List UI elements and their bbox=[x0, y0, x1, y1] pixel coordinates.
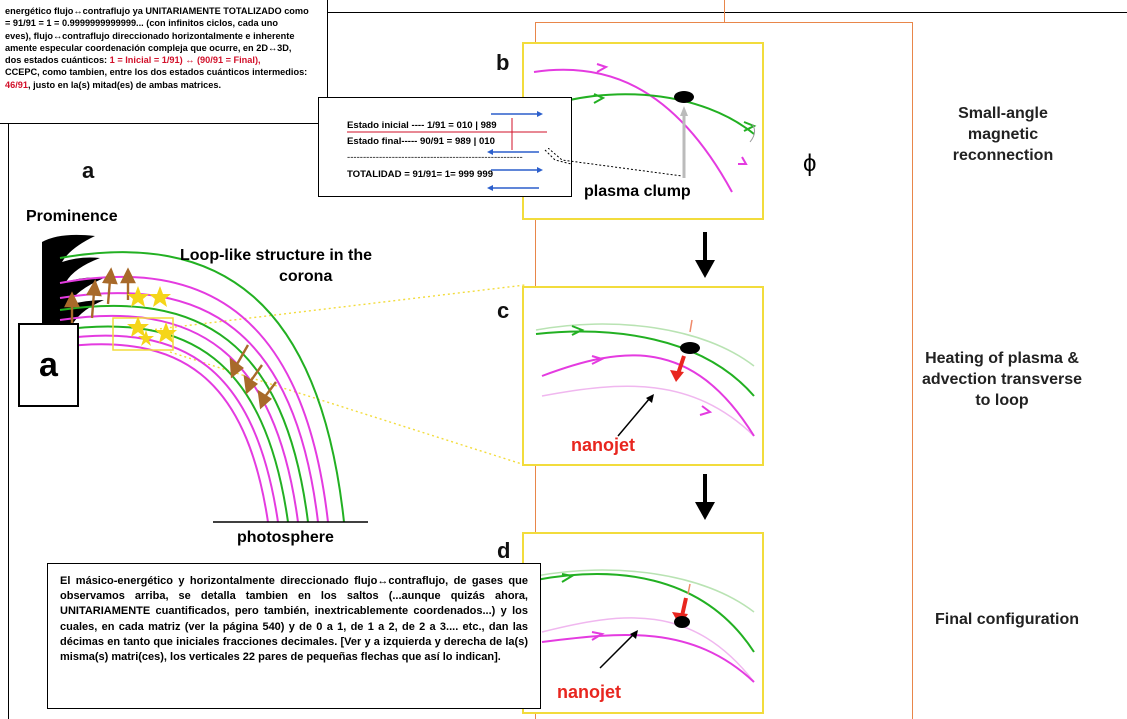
top-annotation-box: energético flujo↔contraflujo ya UNITARIA… bbox=[0, 0, 328, 124]
panel-d-caption: Final configuration bbox=[902, 609, 1112, 630]
top-note-line5-red: 1 = Inicial = 1/91) ↔ (90/91 = Final), bbox=[109, 55, 261, 66]
top-note-line5: dos estados cuánticos: 1 = Inicial = 1/9… bbox=[5, 54, 327, 66]
prominence-label: Prominence bbox=[26, 208, 118, 225]
state-box-leader-line bbox=[548, 148, 683, 177]
panel-c-frame bbox=[522, 286, 764, 466]
top-note-line1: energético flujo↔contraflujo ya UNITARIA… bbox=[5, 6, 309, 16]
nanojet-label-d: nanojet bbox=[557, 682, 622, 702]
top-border-line bbox=[326, 12, 1127, 13]
state-arrows bbox=[347, 111, 571, 191]
panel-a-letter: a bbox=[82, 158, 95, 183]
initial-state-line: Estado inicial ---- 1/91 = 010 | 989 bbox=[347, 120, 497, 131]
final-configuration-diagram bbox=[535, 569, 755, 683]
panel-c-caption: Heating of plasma & advection transverse… bbox=[886, 348, 1118, 411]
final-state-line: Estado final----- 90/91 = 989 | 010 bbox=[347, 136, 495, 147]
panel-b-caption-line1: Small-angle bbox=[958, 105, 1048, 122]
heating-diagram bbox=[535, 319, 755, 437]
separator-dashes: ----------------------------------------… bbox=[347, 152, 523, 163]
top-note-line2: = 91/91 = 1 = 0.9999999999999... (con in… bbox=[5, 18, 278, 29]
coronal-loop-diagram bbox=[42, 234, 526, 523]
top-note-line7-text: , justo en la(s) mitad(es) de ambas matr… bbox=[28, 79, 222, 90]
photosphere-label: photosphere bbox=[237, 529, 334, 546]
top-note-line5-text: dos estados cuánticos: bbox=[5, 55, 110, 66]
orange-top-stub bbox=[724, 0, 725, 22]
quantum-state-box: Estado inicial ---- 1/91 = 010 | 989 Est… bbox=[318, 97, 572, 197]
top-note-line7: 46/91, justo en la(s) mitad(es) de ambas… bbox=[5, 79, 327, 91]
nanojet-label-c: nanojet bbox=[571, 435, 636, 455]
loop-structure-label-line2: corona bbox=[279, 268, 333, 285]
down-arrow-b-to-c bbox=[695, 232, 715, 278]
down-arrow-c-to-d bbox=[695, 474, 715, 520]
panel-c-caption-line3: to loop bbox=[975, 392, 1029, 409]
plasma-clump-label: plasma clump bbox=[584, 183, 691, 200]
panel-c-caption-line2: advection transverse bbox=[921, 371, 1083, 388]
panel-d-letter: d bbox=[497, 538, 511, 563]
bottom-note-text: El másico-energético y horizontalmente d… bbox=[60, 575, 528, 664]
panel-b-caption-line2: magnetic bbox=[967, 126, 1039, 143]
panel-b-caption: Small-angle magnetic reconnection bbox=[918, 103, 1088, 166]
panel-d-caption-line1: Final configuration bbox=[935, 611, 1079, 628]
panel-b-letter: b bbox=[496, 50, 510, 75]
top-note-line7-red: 46/91 bbox=[5, 79, 28, 90]
panel-c-caption-line1: Heating of plasma & bbox=[925, 350, 1079, 367]
left-border-line bbox=[8, 120, 9, 719]
top-note-line6: CCEPC, como tambien, entre los dos estad… bbox=[5, 67, 308, 78]
orange-vertical-rule-right bbox=[912, 22, 913, 719]
panel-c-letter: c bbox=[497, 298, 510, 323]
bottom-annotation-box: El másico-energético y horizontalmente d… bbox=[47, 563, 541, 709]
panel-b-caption-line3: reconnection bbox=[952, 147, 1054, 164]
phi-symbol: ϕ bbox=[803, 150, 817, 177]
top-note-line4: amente especular coordenación compleja q… bbox=[5, 42, 292, 53]
loop-structure-label-line1: Loop-like structure in the bbox=[180, 247, 373, 264]
orange-horizontal-rule bbox=[535, 22, 913, 23]
boxed-letter-a: a bbox=[18, 323, 79, 407]
top-note-line3: eves), flujo↔contraflujo direccionado ho… bbox=[5, 30, 295, 41]
totality-line: TOTALIDAD = 91/91= 1= 999 999 bbox=[347, 169, 494, 180]
panel-d-frame bbox=[522, 532, 764, 714]
